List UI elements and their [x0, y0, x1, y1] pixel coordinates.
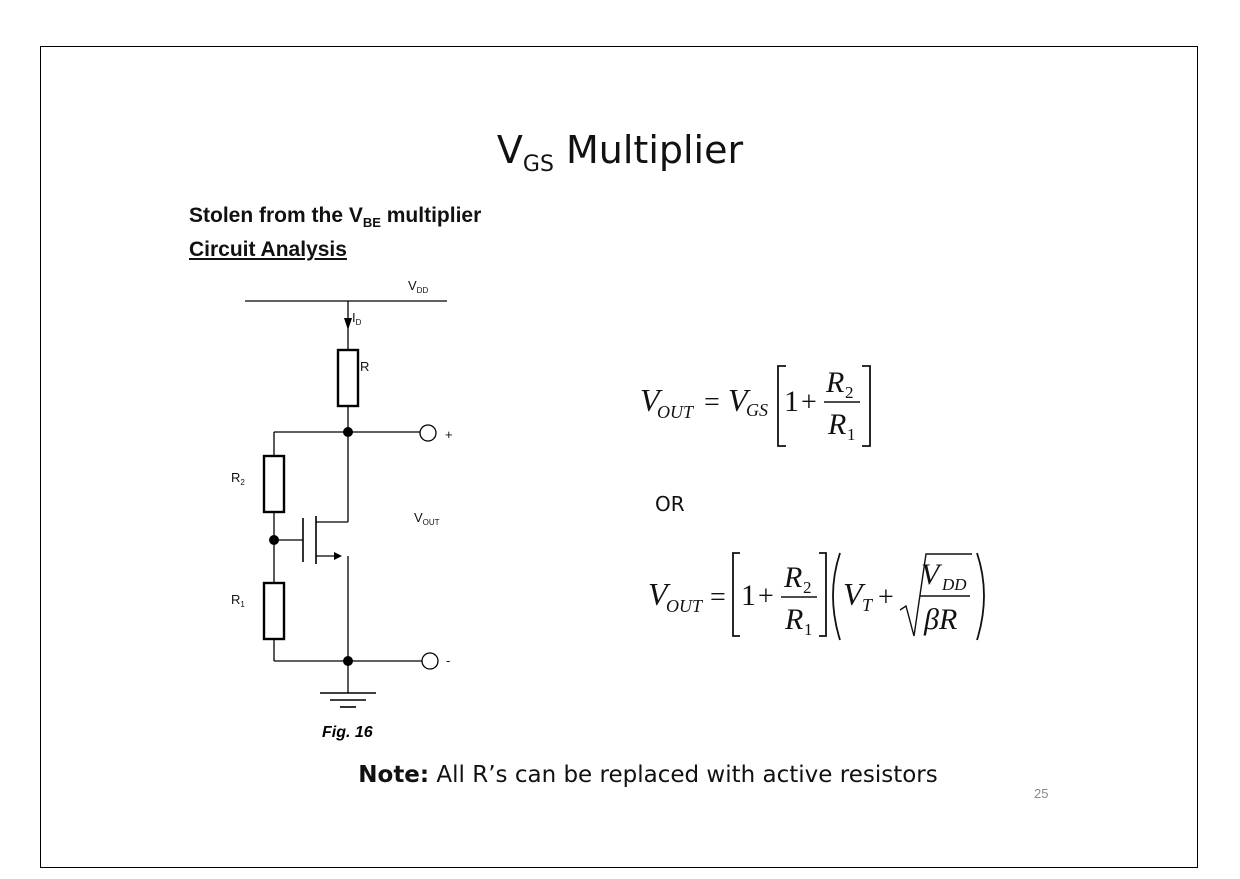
svg-text:OUT: OUT — [657, 402, 695, 422]
plus-label: + — [445, 427, 453, 442]
svg-text:V: V — [843, 576, 866, 612]
note-label: Note: — [358, 762, 430, 788]
svg-text:R: R — [827, 408, 846, 441]
resistor-r — [336, 348, 360, 408]
svg-text:V: V — [648, 576, 671, 612]
svg-text:+: + — [801, 387, 817, 418]
svg-text:1: 1 — [741, 579, 756, 612]
svg-text:1: 1 — [784, 385, 799, 418]
node-top — [343, 427, 353, 437]
minus-label: - — [446, 653, 450, 668]
svg-text:T: T — [862, 595, 874, 615]
svg-text:1: 1 — [847, 425, 856, 444]
equation-2: V OUT = 1 + R 2 R 1 V T + V DD βR — [648, 552, 985, 641]
terminal-plus — [419, 424, 437, 442]
svg-text:2: 2 — [845, 383, 854, 402]
svg-text:V: V — [921, 558, 943, 591]
slide-title: VGS Multiplier — [496, 128, 744, 177]
vdd-label: VDD — [408, 278, 428, 295]
node-gate — [269, 535, 279, 545]
svg-text:DD: DD — [941, 575, 967, 594]
svg-text:R: R — [825, 366, 844, 399]
equation-1: V OUT = V GS 1 + R 2 R 1 — [640, 365, 871, 447]
page-number: 25 — [1034, 786, 1049, 801]
svg-text:R: R — [783, 561, 802, 594]
svg-text:=: = — [704, 387, 720, 418]
svg-text:R: R — [784, 603, 803, 636]
svg-text:GS: GS — [746, 400, 768, 420]
vout-label: VOUT — [414, 510, 440, 527]
terminal-minus — [421, 652, 439, 670]
id-label: ID — [352, 310, 362, 327]
r-label: R — [360, 359, 369, 374]
id-arrow — [344, 318, 352, 330]
svg-text:V: V — [728, 382, 751, 418]
node-bottom — [343, 656, 353, 666]
r2-label: R2 — [231, 470, 245, 487]
svg-text:=: = — [710, 582, 726, 613]
svg-text:OUT: OUT — [666, 596, 704, 616]
svg-text:βR: βR — [923, 603, 957, 636]
figure-caption: Fig. 16 — [322, 724, 373, 741]
note: Note: All R’s can be replaced with activ… — [0, 762, 1240, 788]
svg-text:2: 2 — [803, 578, 812, 597]
or-text: OR — [655, 492, 685, 516]
resistor-r2 — [262, 454, 286, 514]
slide-frame — [40, 46, 1198, 868]
svg-text:+: + — [758, 581, 774, 612]
svg-text:1: 1 — [804, 620, 813, 639]
note-text: All R’s can be replaced with active resi… — [429, 762, 938, 788]
source-arrow — [334, 552, 342, 560]
resistor-r1 — [262, 581, 286, 641]
r1-label: R1 — [231, 592, 245, 609]
svg-text:V: V — [640, 382, 663, 418]
section-heading: Circuit Analysis — [189, 238, 347, 261]
svg-text:+: + — [878, 582, 894, 613]
subtitle: Stolen from the VBE multiplier — [189, 204, 482, 231]
